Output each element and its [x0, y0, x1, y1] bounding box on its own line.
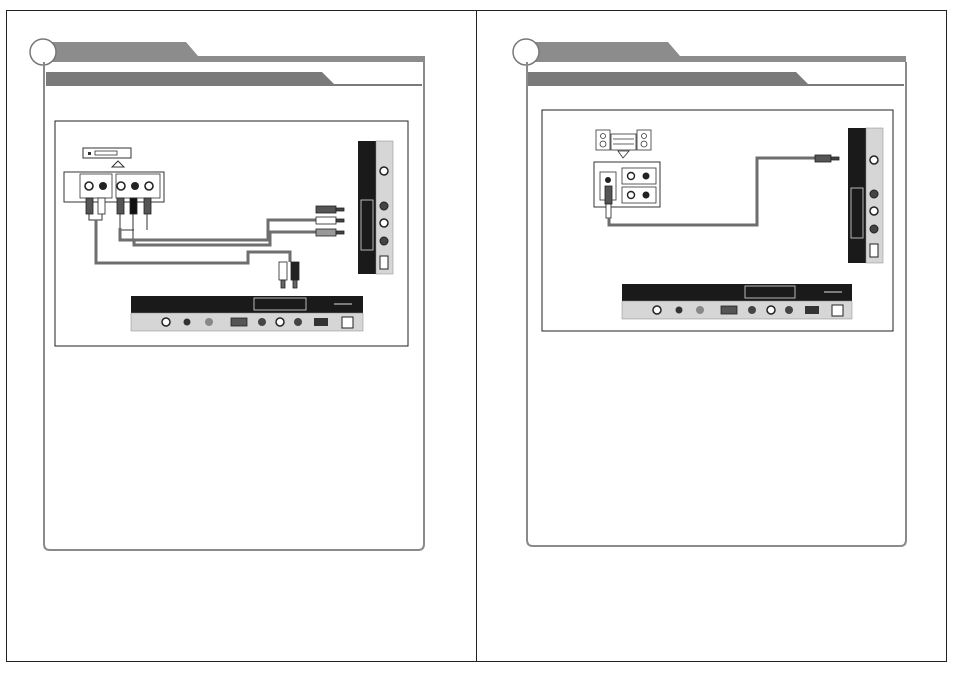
right-subheader-band: [528, 72, 904, 86]
right-header-band: [512, 38, 906, 66]
tv-rear-panel-icon: [621, 284, 853, 320]
left-section-circle: [29, 38, 57, 66]
dvd-player-icon: [82, 147, 132, 168]
left-content-frame: [43, 62, 425, 551]
left-page: [29, 38, 425, 551]
jack-icon: [131, 182, 139, 190]
left-header-band: [29, 38, 425, 66]
jack-icon: [99, 182, 107, 190]
device-output-panel: [63, 171, 165, 203]
jack-icon: [116, 181, 126, 191]
page-fold-line: [476, 10, 477, 662]
coaxial-plug-icon: [814, 154, 840, 163]
rca-plug-icon: [315, 205, 345, 237]
jack-icon: [84, 181, 94, 191]
rca-plug-icon: [278, 261, 300, 289]
right-page: [512, 38, 907, 547]
right-content-frame: [526, 62, 907, 547]
rca-plug-icon: [85, 197, 152, 215]
tv-rear-panel-icon: [130, 296, 364, 332]
stereo-system-icon: [595, 129, 652, 159]
right-section-circle: [512, 38, 540, 66]
right-cable: [607, 156, 816, 227]
stereo-input-panel: [593, 161, 661, 208]
left-subheader-band: [46, 72, 422, 86]
tv-side-panel-icon: [848, 127, 884, 264]
coaxial-plug-icon: [604, 185, 613, 219]
tv-side-panel-icon: [358, 140, 394, 275]
jack-icon: [144, 181, 154, 191]
left-cable: [94, 218, 320, 265]
